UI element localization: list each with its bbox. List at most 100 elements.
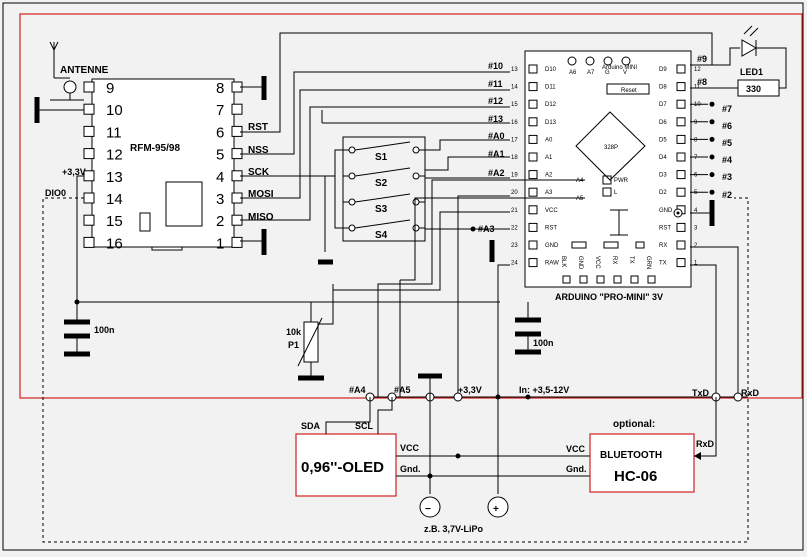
arduino-pin [528,82,538,92]
oled-sda: SDA [301,421,321,431]
tag-4: #4 [722,155,732,165]
switch-contact [348,198,356,206]
arduino-pin-label: GND [545,243,559,249]
arduino-pin-number: 7 [694,155,698,161]
led-symbol [690,25,787,89]
switch-label: S3 [375,204,388,215]
rfm-pin-number: 10 [106,102,123,119]
arduino-pin [676,99,686,109]
rfm-pin-box [231,125,243,137]
bt-optional: optional: [613,419,655,430]
tag-7: #7 [722,104,732,114]
arduino-pin [676,134,686,144]
arduino-pin-label: TX [628,256,634,264]
arduino-pin [676,117,686,127]
tag-a0: #A0 [488,131,505,141]
arduino-pin [676,152,686,162]
tag-a2: #A2 [488,168,505,178]
tag-dot [709,119,715,125]
arduino-bottom-pin [562,275,571,284]
switch-lever [354,141,411,151]
arduino-pin-number: 21 [511,208,518,214]
cap2-label: 100n [533,338,554,348]
outer-frame [2,2,804,551]
signal-rst: RST [248,122,268,133]
switch-contact [348,146,356,154]
arduino-pin-label: RX [611,256,617,264]
rfm-pin-box [83,81,95,93]
supply-label: +3,3V [62,167,86,177]
battery-label: z.B. 3,7V-LiPo [424,524,484,534]
arduino-pin-number: 15 [511,102,518,108]
rfm-pin-number: 15 [106,213,123,230]
rfm-pin-number: 13 [106,169,123,186]
arduino-pin-label: RST [545,225,557,231]
oled-vcc: VCC [400,443,420,453]
rfm-pin-box [231,236,243,248]
tag-33v-bottom: +3,3V [458,385,482,395]
rfm-title: RFM-95/98 [130,143,180,154]
signal-sck: SCK [248,167,270,178]
tag-a1: #A1 [488,149,505,159]
arduino-pin-label: RST [659,225,671,231]
tag-2: #2 [722,190,732,200]
connector-terminal [733,392,743,402]
oled-gnd: Gnd. [400,464,421,474]
arduino-pin-label: GRN [645,256,651,269]
rfm-pin-number: 11 [106,124,122,141]
dio-label: DIO0 [45,188,66,198]
tag-dot [709,189,715,195]
arduino-top-pin [567,56,577,66]
connector-terminal [453,392,463,402]
tag-a3: #A3 [478,224,495,234]
arduino-pin-label: RAW [545,261,559,267]
oled-module [295,433,397,497]
rfm-pin-number: 2 [216,213,224,230]
arduino-pin-number: 18 [511,155,518,161]
rfm-pin-number: 9 [106,80,114,97]
chip-label: 328P [604,145,618,151]
cap1-label: 100n [94,325,115,335]
switch-contact [412,146,420,154]
pwr-led-label: PWR [614,178,629,184]
arduino-bottom-pin [647,275,656,284]
rfm-pin-box [83,103,95,115]
rfm-pin-number: 3 [216,191,224,208]
arduino-pin-label: GND [659,208,673,214]
arduino-top-pin [621,56,631,66]
arduino-pin-label: D13 [545,120,557,126]
arduino-pin-label: V [623,70,627,76]
arduino-pin-number: 16 [511,120,518,126]
arduino-pin [528,222,538,232]
arduino-pin-number: 17 [511,137,518,143]
arduino-pin [676,258,686,268]
arduino-pin-number: 8 [694,137,698,143]
arduino-pin-number: 19 [511,173,518,179]
oled-scl: SCL [355,421,374,431]
tag-12: #12 [488,96,503,106]
arduino-bottom-pin [579,275,588,284]
tag-dot [709,136,715,142]
switch-lever [354,167,411,177]
switch-contact [348,224,356,232]
arduino-pin-label: VCC [594,256,600,269]
rfm-pin-number: 12 [106,147,123,164]
signal-nss: NSS [248,145,269,156]
arduino-top-pin [603,56,613,66]
arduino-pin-number: 3 [694,225,698,231]
battery-plus [487,496,509,518]
rfm-pin-number: 7 [216,102,224,119]
arduino-pin [528,64,538,74]
rfm-pin-box [83,236,95,248]
l-led-label: L [614,190,618,196]
arduino-pin-number: 20 [511,190,518,196]
tag-a5-bottom: #A5 [394,385,411,395]
rfm-pin-number: 4 [216,169,224,186]
arduino-pin [676,222,686,232]
arduino-pin-label: D4 [659,155,667,161]
rfm-pin-number: 5 [216,147,224,164]
bt-gnd: Gnd. [566,464,587,474]
arduino-bottom-pin [596,275,605,284]
